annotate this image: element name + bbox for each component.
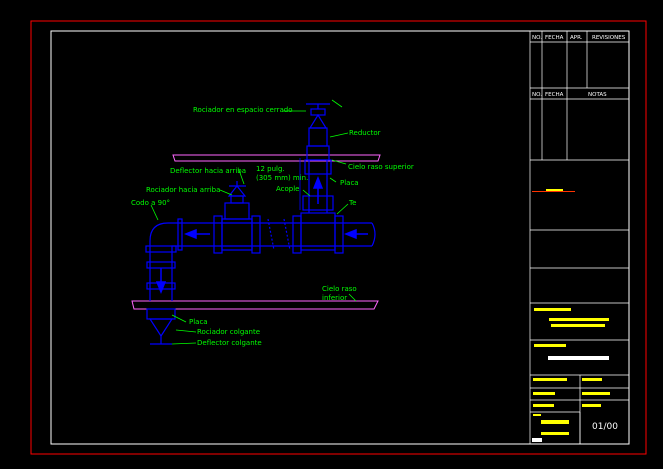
piping <box>145 103 376 345</box>
label-deflector-arriba: Deflector hacia arriba <box>170 167 246 175</box>
label-codo: Codo a 90° <box>131 199 170 207</box>
lower-ceiling <box>131 300 379 310</box>
rev-col-fecha: FECHA <box>545 35 564 41</box>
rev-col-apr: APR. <box>570 35 583 41</box>
upper-ceiling <box>172 154 381 162</box>
label-acople: Acople <box>276 185 300 193</box>
label-cielo-raso-inferior-1: Cielo raso <box>322 285 357 293</box>
leader-lines <box>150 99 357 345</box>
label-placa-bottom: Placa <box>189 318 208 326</box>
label-rociador-arriba: Rociador hacia arriba <box>146 186 220 194</box>
label-dim-line2: (305 mm) min. <box>256 174 308 182</box>
notes-col-notas: NOTAS <box>588 92 607 98</box>
sheet-number: 01/00 <box>592 422 618 432</box>
flow-arrows <box>155 175 368 295</box>
label-reductor: Reductor <box>349 129 381 137</box>
drawing-frame <box>50 30 630 445</box>
label-te: Te <box>348 199 356 207</box>
notes-col-no: NO. <box>532 92 542 98</box>
notes-col-fecha: FECHA <box>545 92 564 98</box>
rev-col-revisiones: REVISIONES <box>592 35 626 41</box>
title-block <box>529 31 629 444</box>
label-dim-line1: 12 pulg. <box>256 165 285 173</box>
label-cielo-raso-superior: Cielo raso superior <box>348 163 414 171</box>
label-rociador-espacio-cerrado: Rociador en espacio cerrado <box>193 106 293 114</box>
label-deflector-colgante: Deflector colgante <box>197 339 262 347</box>
label-rociador-colgante: Rociador colgante <box>197 328 260 336</box>
label-placa-top: Placa <box>340 179 359 187</box>
title-block-marks <box>532 189 610 442</box>
sheet-border <box>30 20 647 455</box>
label-cielo-raso-inferior-2: inferior <box>322 294 347 302</box>
rev-col-no: NO. <box>532 35 542 41</box>
